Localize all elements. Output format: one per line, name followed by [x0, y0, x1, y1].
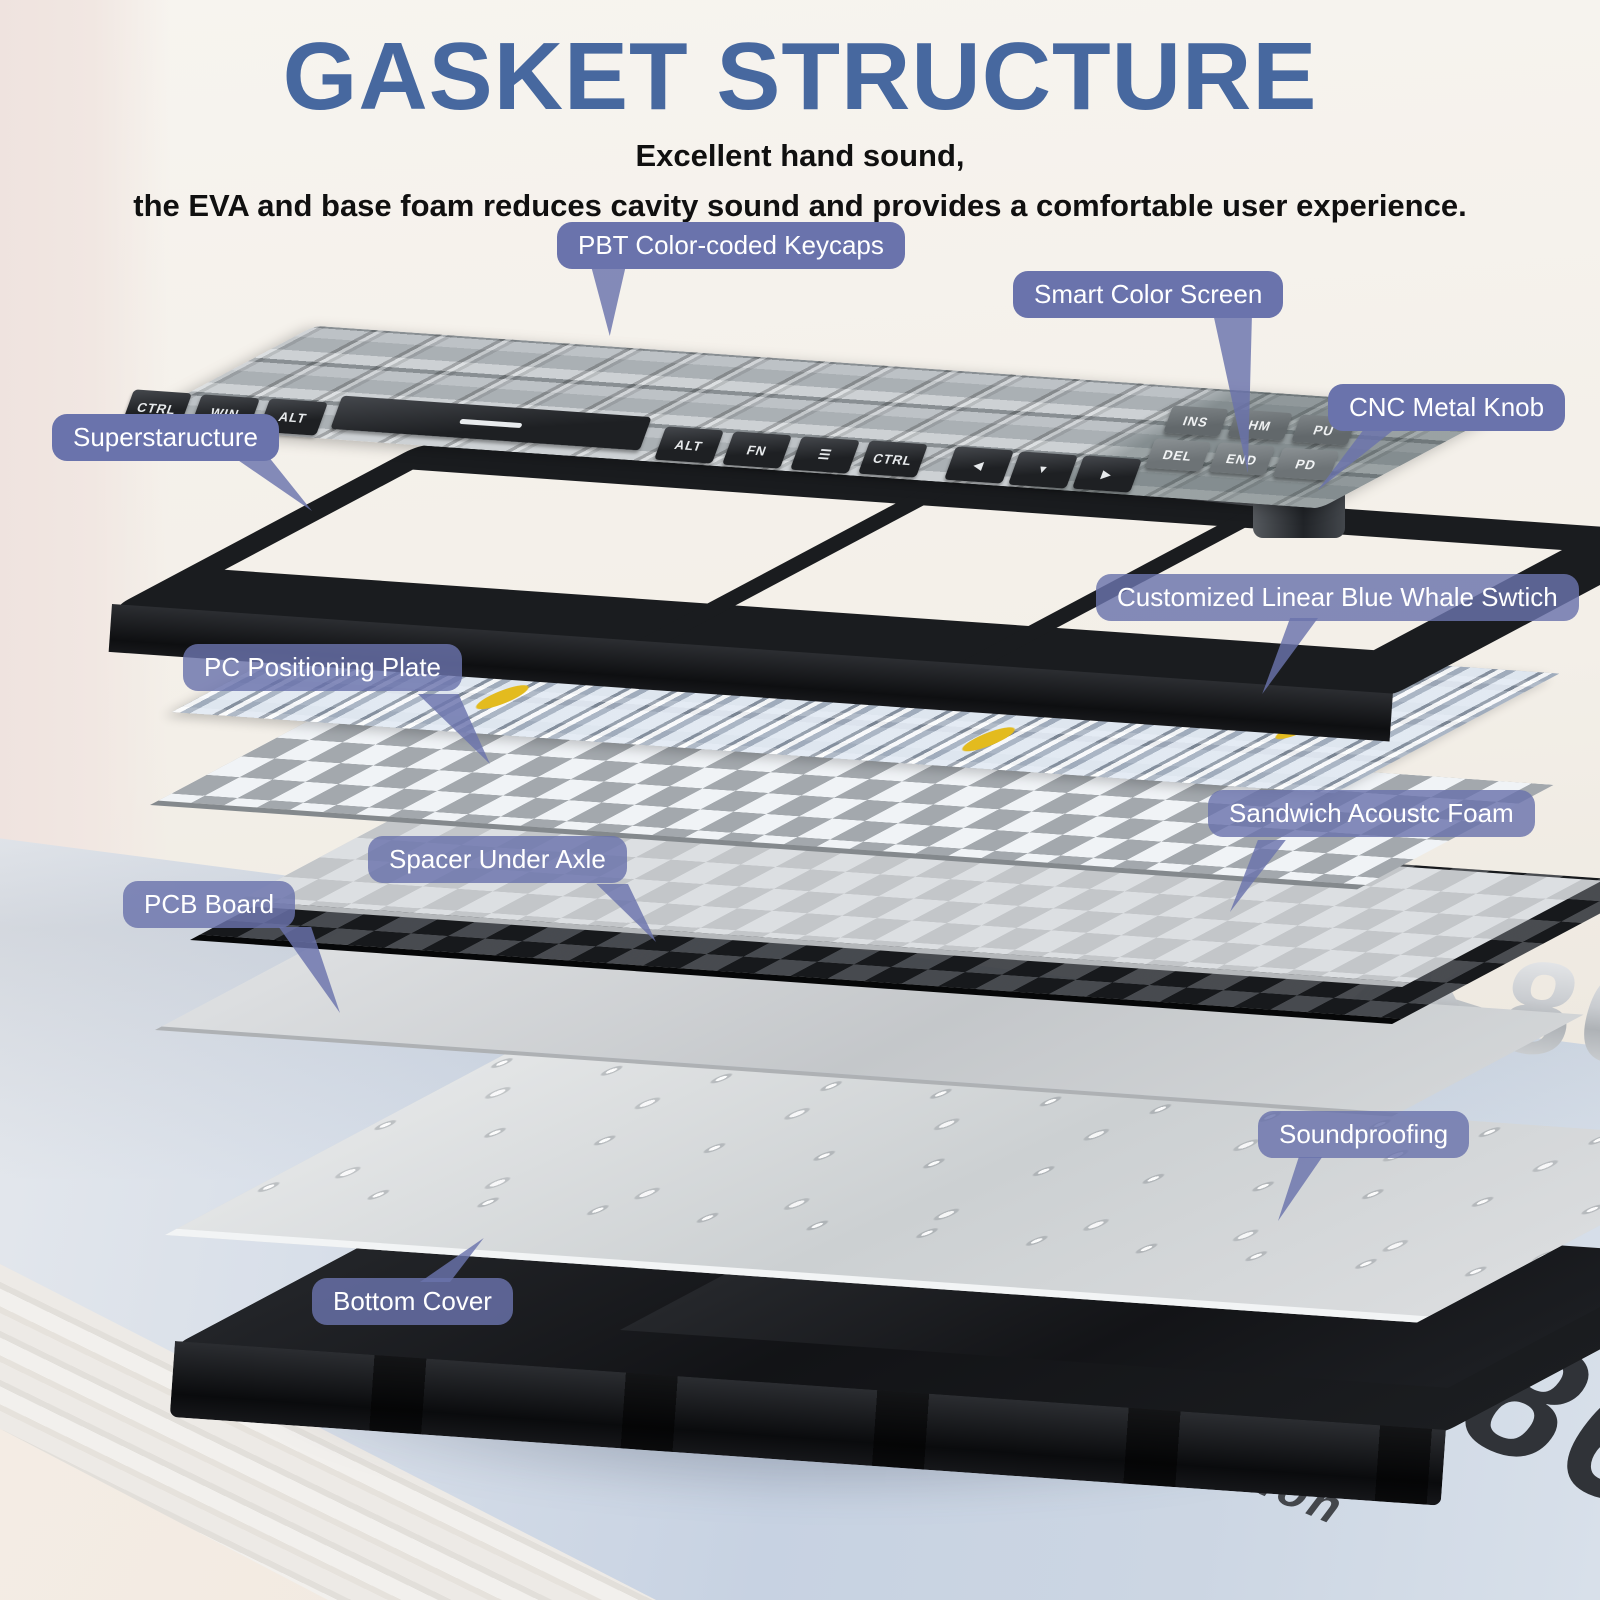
callout-superstructure: Superstaructure [52, 414, 279, 461]
keycap-menu: ☰ [790, 436, 860, 474]
spacebar-marking [459, 418, 523, 428]
keycap-arrow-left: ◀ [944, 446, 1014, 484]
callout-screen: Smart Color Screen [1013, 271, 1284, 318]
callout-spacer: Spacer Under Axle [368, 836, 627, 883]
callout-plate: PC Positioning Plate [183, 644, 463, 691]
callout-keycaps: PBT Color-coded Keycaps [557, 222, 905, 269]
callout-soundproofing: Soundproofing [1258, 1111, 1470, 1158]
keycap-arrow-down: ▼ [1008, 451, 1078, 489]
keycap-ctrl-right: CTRL [858, 440, 928, 478]
keycap-fn: FN [722, 431, 792, 469]
keycap-end: END [1208, 442, 1276, 476]
keycap-alt-right: ALT [654, 426, 724, 464]
callout-pcb: PCB Board [123, 881, 296, 928]
page-title: GASKET STRUCTURE [282, 23, 1318, 130]
keycap-ins: INS [1163, 405, 1229, 437]
subtitle-line1: Excellent hand sound, [635, 138, 965, 173]
subtitle-line2: the EVA and base foam reduces cavity sou… [133, 188, 1467, 223]
keycap-arrow-right: ▶ [1072, 455, 1142, 493]
callout-switch: Customized Linear Blue Whale Swtich [1096, 574, 1579, 621]
callout-knob: CNC Metal Knob [1328, 384, 1566, 431]
keycap-del: DEL [1144, 438, 1212, 472]
callout-foam: Sandwich Acoustc Foam [1208, 790, 1535, 837]
frame-divider [630, 480, 967, 647]
callout-bottom-cover: Bottom Cover [312, 1278, 513, 1325]
header: GASKET STRUCTURE Excellent hand sound, t… [0, 0, 1600, 224]
